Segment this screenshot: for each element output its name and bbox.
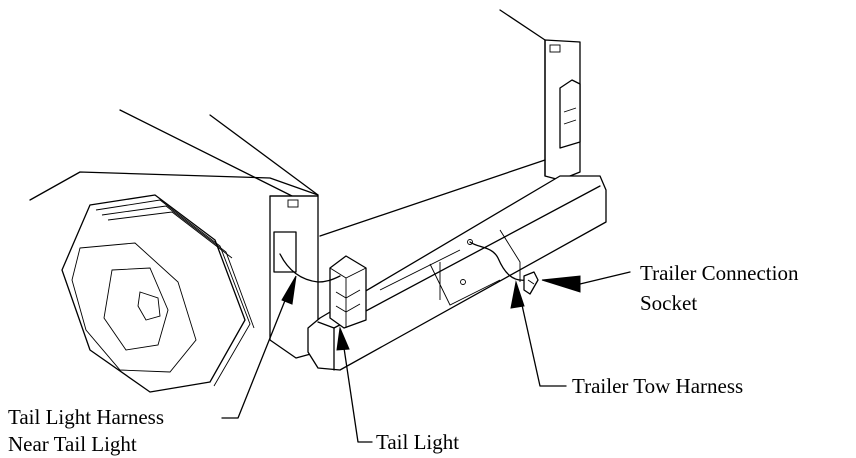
tire — [61, 194, 255, 393]
rear-bumper — [307, 175, 607, 371]
label-trailer-connection-socket-line2: Socket — [640, 291, 697, 315]
label-trailer-connection-socket-line1: Trailer Connection — [640, 261, 799, 285]
label-tail-light: Tail Light — [376, 430, 459, 454]
leader-trailer-connection-socket — [541, 271, 631, 293]
leader-trailer-tow-harness — [510, 280, 567, 387]
trailer-connection-socket — [523, 271, 539, 295]
label-trailer-tow-harness: Trailer Tow Harness — [572, 374, 743, 398]
label-tail-light-harness-line1: Tail Light Harness — [8, 405, 164, 429]
tail-light — [329, 255, 367, 329]
trailer-tow-harness — [467, 239, 527, 281]
leader-tail-light — [336, 326, 373, 443]
tail-light-harness — [273, 231, 341, 283]
label-tail-light-harness-line2: Near Tail Light — [8, 432, 137, 456]
leader-tail-light-harness — [221, 275, 297, 419]
